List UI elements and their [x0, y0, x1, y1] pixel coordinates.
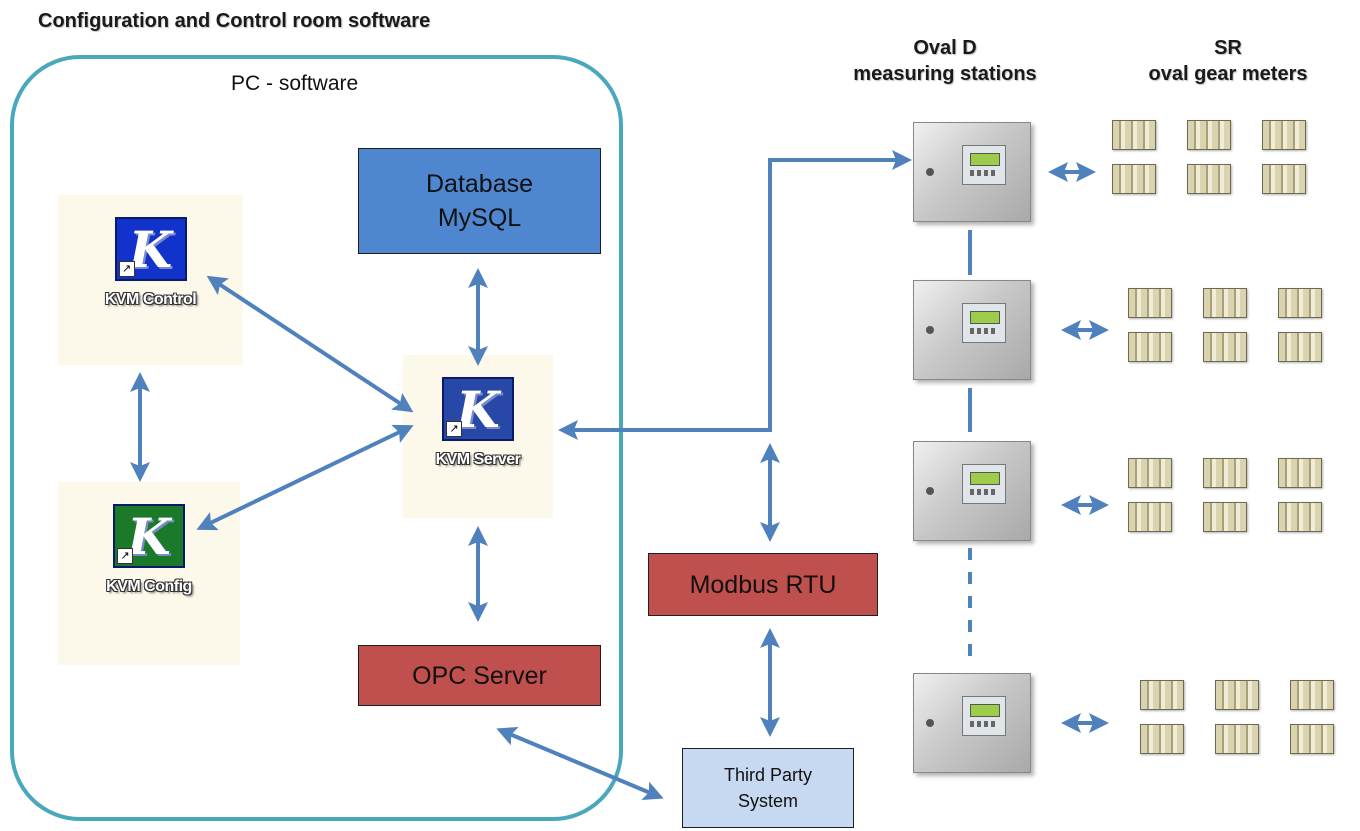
oval-gear-meter [1215, 680, 1259, 710]
oval-gear-meter [1262, 120, 1306, 150]
meters-heading-line2: oval gear meters [1148, 63, 1308, 85]
kvm-config-icon: K ↗ [113, 504, 185, 568]
third-party-line1: Third Party [723, 765, 813, 785]
oval-d-station [913, 280, 1031, 380]
station-display [962, 145, 1006, 185]
oval-gear-meter [1203, 332, 1247, 362]
meters-heading-line1: SR [1214, 37, 1242, 59]
oval-gear-meter [1278, 332, 1322, 362]
oval-gear-meter [1128, 502, 1172, 532]
oval-gear-meter [1215, 724, 1259, 754]
station-display [962, 464, 1006, 504]
oval-gear-meter [1290, 724, 1334, 754]
third-party-system-box: Third Party System [682, 748, 854, 828]
stations-heading: Oval D measuring stations [795, 35, 1095, 87]
kvm-k-glyph: K [127, 506, 171, 566]
oval-d-station [913, 441, 1031, 541]
modbus-rtu-box: Modbus RTU [648, 553, 878, 616]
oval-d-station [913, 673, 1031, 773]
opc-server-box: OPC Server [358, 645, 601, 706]
oval-gear-meter [1262, 164, 1306, 194]
shortcut-arrow-icon: ↗ [446, 421, 462, 437]
oval-gear-meter [1112, 120, 1156, 150]
oval-gear-meter [1278, 502, 1322, 532]
meters-heading: SR oval gear meters [1100, 35, 1356, 87]
oval-gear-meter [1128, 458, 1172, 488]
station-lock-icon [926, 487, 934, 495]
pc-software-label: PC - software [231, 72, 359, 95]
kvm-control-icon: K ↗ [114, 217, 187, 281]
oval-gear-meter [1203, 458, 1247, 488]
database-line1: Database [425, 170, 534, 198]
oval-gear-meter [1203, 288, 1247, 318]
kvm-server-label: KVM Server [435, 451, 521, 468]
station-lock-icon [926, 168, 934, 176]
stations-heading-line1: Oval D [913, 37, 977, 59]
oval-gear-meter [1203, 502, 1247, 532]
station-display [962, 303, 1006, 343]
kvm-config-label: KVM Config [106, 578, 192, 595]
kvm-k-glyph: K [456, 379, 500, 439]
kvm-k-glyph: K [128, 219, 173, 279]
station-lock-icon [926, 326, 934, 334]
stations-heading-line2: measuring stations [853, 63, 1037, 85]
oval-gear-meter [1290, 680, 1334, 710]
page-title: Configuration and Control room software [38, 10, 431, 32]
oval-gear-meter [1140, 680, 1184, 710]
shortcut-arrow-icon: ↗ [118, 261, 135, 277]
oval-d-station [913, 122, 1031, 222]
oval-gear-meter [1278, 288, 1322, 318]
shortcut-arrow-icon: ↗ [117, 548, 133, 564]
oval-gear-meter [1112, 164, 1156, 194]
oval-gear-meter [1140, 724, 1184, 754]
oval-gear-meter [1128, 332, 1172, 362]
third-party-line2: System [737, 791, 798, 811]
arrow-opc-thirdparty [496, 726, 664, 801]
station-lock-icon [926, 719, 934, 727]
kvm-control-label: KVM Control [104, 291, 197, 308]
database-line2: MySQL [437, 204, 522, 232]
oval-gear-meter [1128, 288, 1172, 318]
station-display [962, 696, 1006, 736]
oval-gear-meter [1187, 120, 1231, 150]
kvm-config-app[interactable]: K ↗ KVM Config [58, 482, 240, 665]
arrow-control-server [206, 275, 414, 413]
arrow-config-server [196, 424, 414, 531]
oval-gear-meter [1278, 458, 1322, 488]
kvm-server-icon: K ↗ [442, 377, 514, 441]
arrow-server-stations [558, 150, 912, 440]
kvm-server-app[interactable]: K ↗ KVM Server [403, 355, 553, 518]
oval-gear-meter [1187, 164, 1231, 194]
